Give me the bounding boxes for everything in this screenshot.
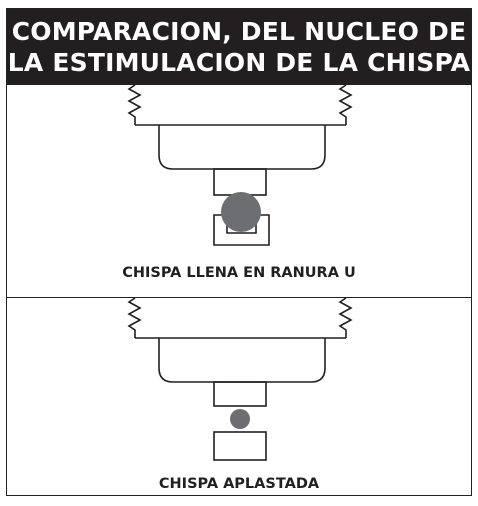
spark-plug-flattened-illustration	[127, 298, 353, 461]
panel-u-groove: CHISPA LLENA EN RANURA U	[7, 85, 471, 297]
thread-left	[127, 298, 142, 338]
thread-left	[127, 85, 142, 125]
plug-body	[158, 125, 326, 170]
caption-flattened: CHISPA APLASTADA	[158, 476, 320, 492]
spark-small	[230, 409, 250, 429]
flat-ground-electrode	[213, 431, 267, 461]
title-line-2: LA ESTIMULACION DE LA CHISPA	[7, 48, 471, 77]
title-line-1: COMPARACION, DEL NUCLEO DE	[11, 17, 467, 46]
center-electrode	[213, 168, 267, 196]
panel-divider	[7, 297, 471, 298]
thread-right	[338, 298, 353, 338]
plug-body	[158, 338, 326, 383]
spark-plug-u-groove-illustration	[127, 85, 353, 246]
center-electrode	[213, 381, 267, 407]
title-banner: COMPARACION, DEL NUCLEO DE LA ESTIMULACI…	[7, 9, 471, 85]
caption-u-groove: CHISPA LLENA EN RANURA U	[122, 265, 356, 281]
thread-right	[338, 85, 353, 125]
diagram-frame: COMPARACION, DEL NUCLEO DE LA ESTIMULACI…	[6, 8, 472, 496]
panel-flattened: CHISPA APLASTADA	[7, 298, 471, 497]
spark-large	[221, 192, 261, 232]
